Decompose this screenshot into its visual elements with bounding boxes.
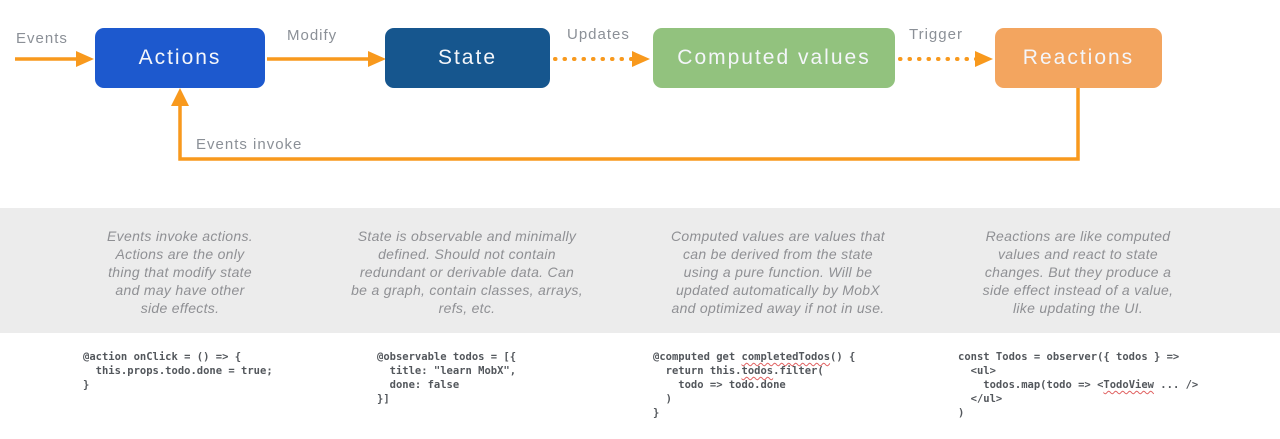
misspelled-word: TodoView	[1103, 379, 1154, 391]
arrow-events-invoke-loop	[171, 88, 1080, 161]
description-band: Events invoke actions. Actions are the o…	[0, 208, 1280, 333]
label-trigger: Trigger	[909, 26, 963, 43]
arrowhead-icon	[76, 51, 94, 67]
label-events-invoke: Events invoke	[196, 136, 303, 153]
box-state: State	[385, 28, 550, 88]
label-updates: Updates	[567, 26, 630, 43]
flow-arrows	[15, 51, 1080, 161]
label-modify: Modify	[287, 27, 338, 44]
arrowhead-icon	[975, 51, 993, 67]
misspelled-word: completedTodos	[741, 351, 831, 363]
arrow-modify	[267, 51, 386, 67]
arrowhead-icon	[171, 88, 189, 106]
description-reactions: Reactions are like computed values and r…	[982, 228, 1174, 316]
arrow-events-to-actions	[15, 51, 94, 67]
code-area: @action onClick = () => { this.props.tod…	[0, 333, 1280, 439]
code-sample-computed: @computed get completedTodos() { return …	[653, 351, 856, 419]
arrow-trigger-dotted	[898, 51, 993, 67]
box-state-label: State	[437, 46, 498, 69]
arrowhead-icon	[368, 51, 386, 67]
box-computed-values: Computed values	[653, 28, 895, 88]
arrow-updates-dotted	[553, 51, 650, 67]
code-sample-observable: @observable todos = [{ title: "learn Mob…	[377, 351, 517, 405]
box-reactions-label: Reactions	[1022, 46, 1135, 69]
code-sample-observer: const Todos = observer({ todos } => <ul>…	[958, 351, 1199, 419]
code-sample-action: @action onClick = () => { this.props.tod…	[83, 351, 273, 391]
box-actions: Actions	[95, 28, 265, 88]
label-events: Events	[16, 30, 68, 47]
description-actions: Events invoke actions. Actions are the o…	[107, 228, 253, 316]
arrowhead-icon	[632, 51, 650, 67]
box-computed-values-label: Computed values	[677, 46, 871, 69]
description-computed-values: Computed values are values that can be d…	[671, 228, 885, 316]
description-state: State is observable and minimally define…	[351, 228, 583, 316]
misspelled-word: todos	[741, 365, 774, 377]
box-actions-label: Actions	[138, 46, 222, 69]
diagram-area: Events Modify Updates Trigger Events inv…	[0, 0, 1280, 207]
box-reactions: Reactions	[995, 28, 1162, 88]
